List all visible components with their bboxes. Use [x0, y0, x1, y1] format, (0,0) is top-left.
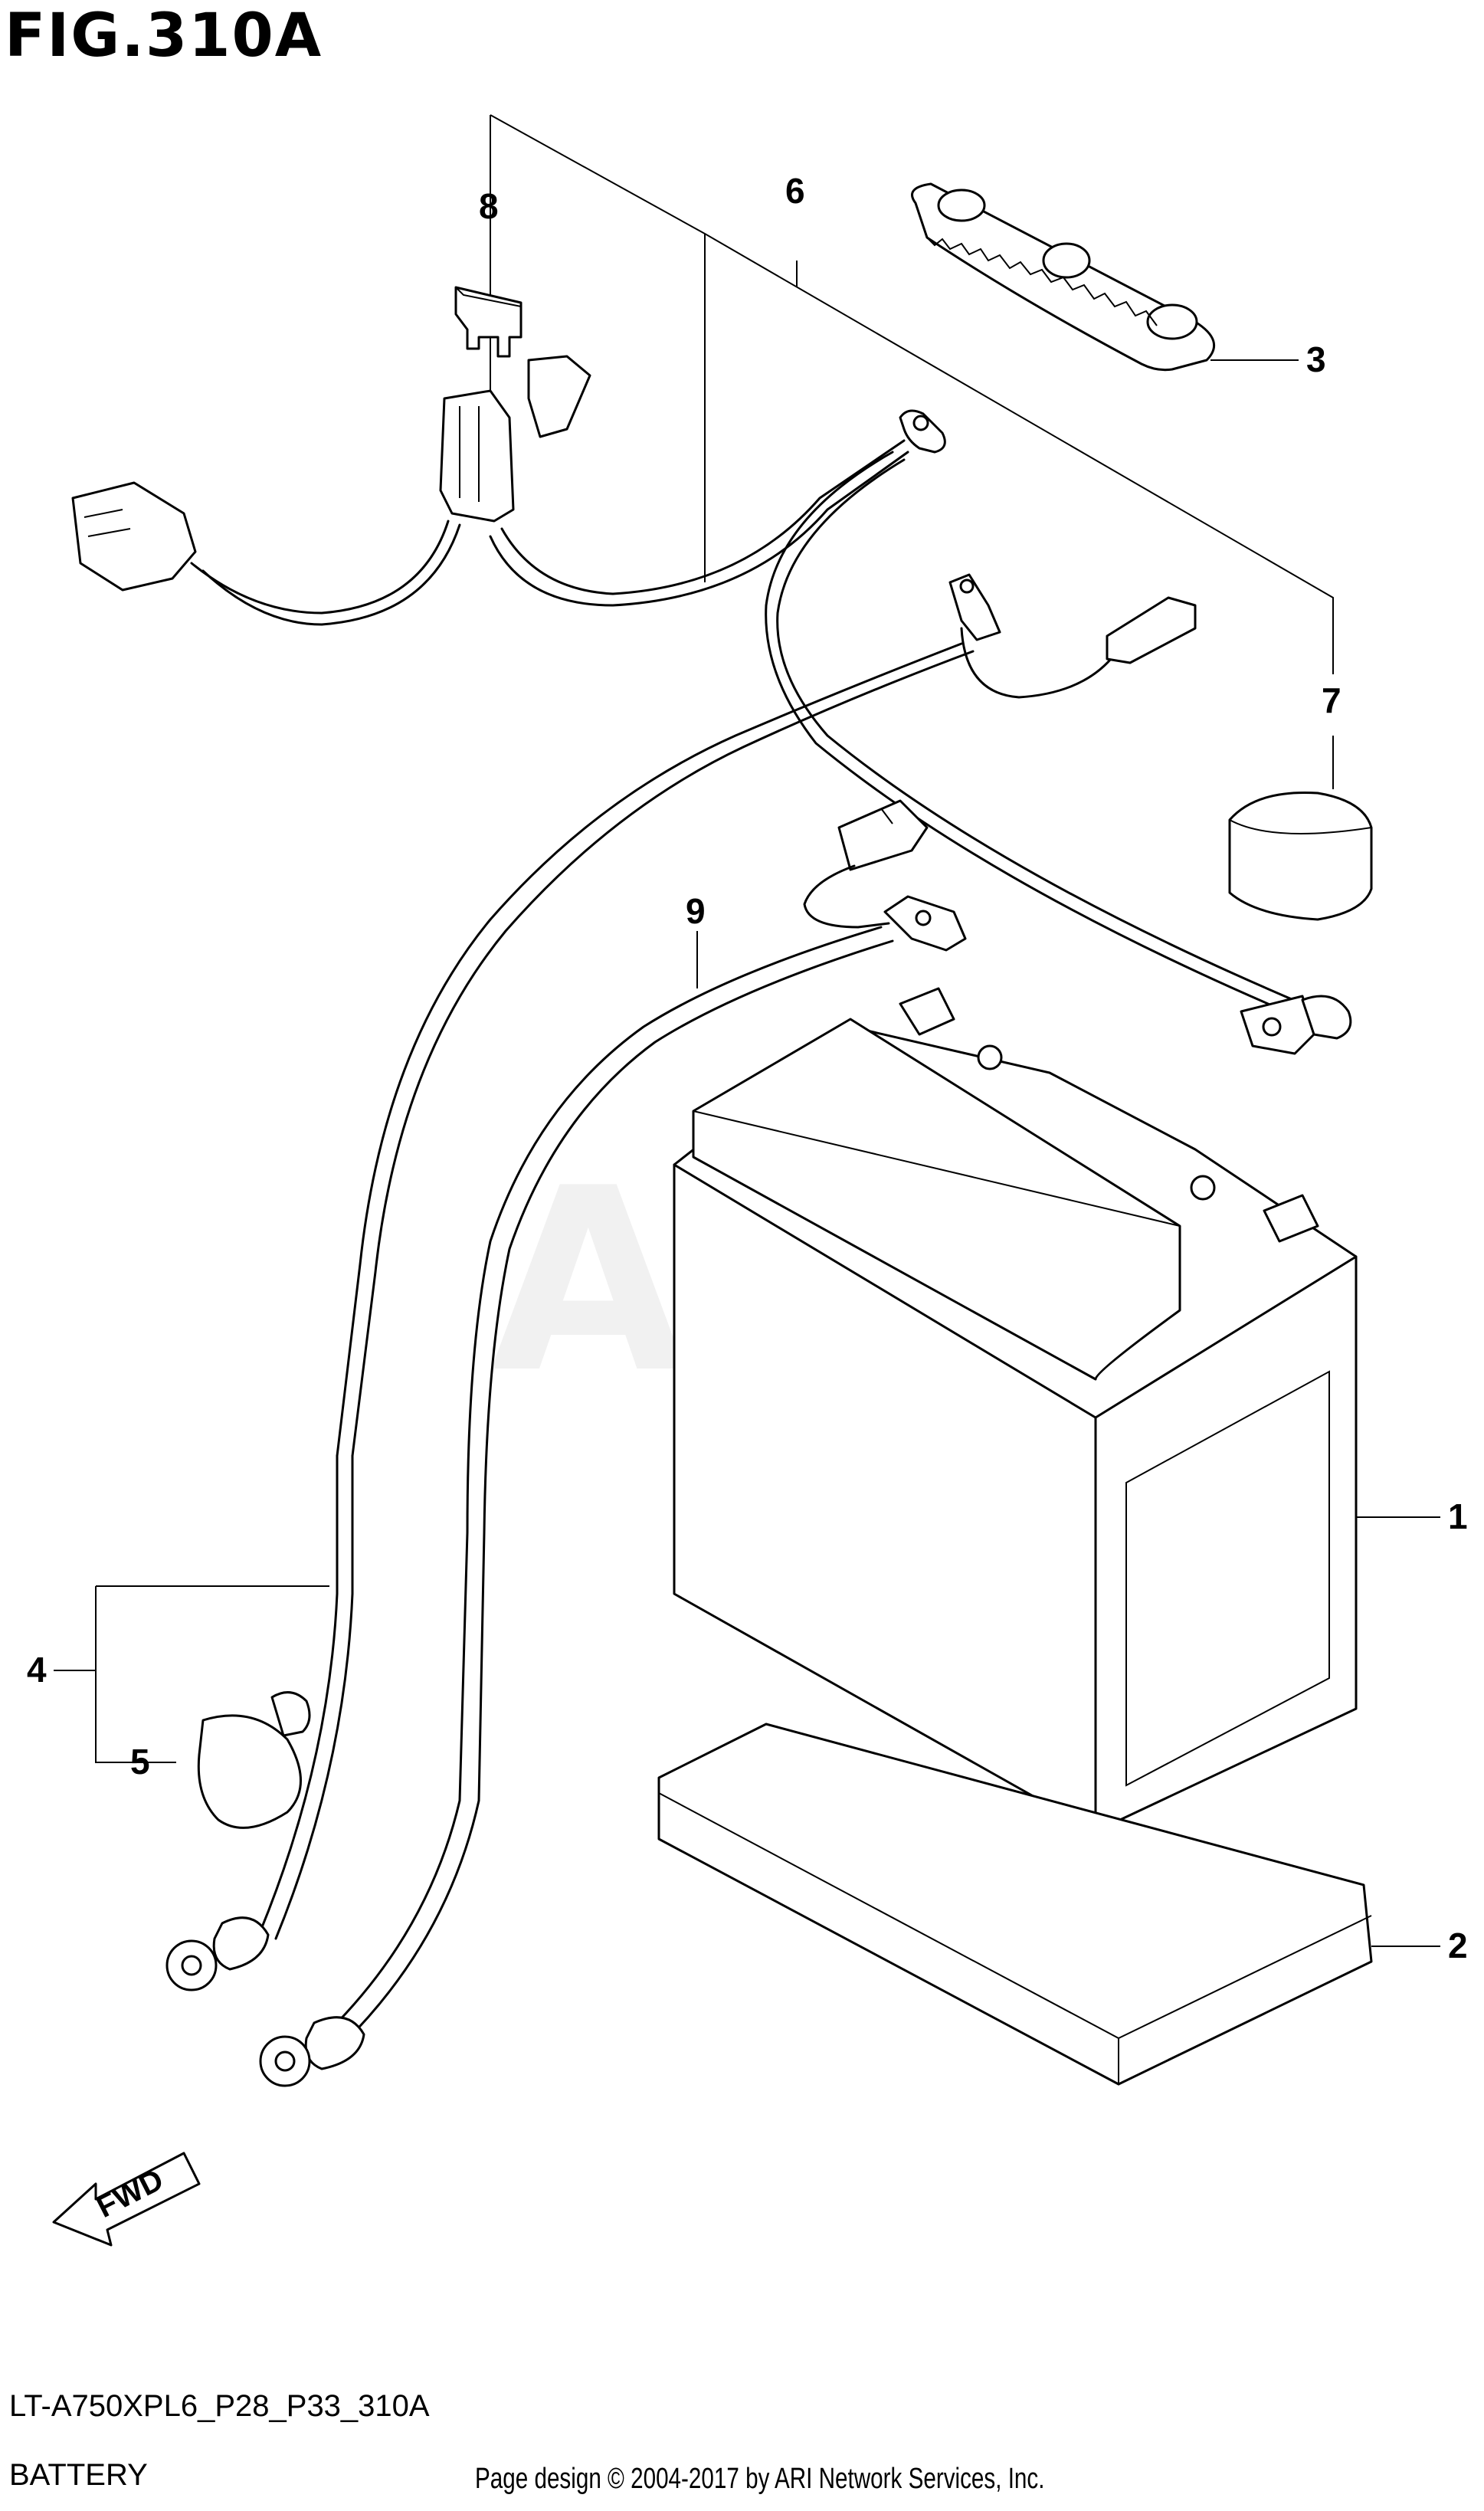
- copyright-footer: Page design © 2004-2017 by ARI Network S…: [475, 2463, 1045, 2495]
- positive-cable: [765, 409, 1352, 1055]
- leader-lines: [54, 114, 1440, 1947]
- fwd-arrow: FWD: [52, 2152, 201, 2247]
- callout-7: 7: [1322, 680, 1341, 720]
- callout-2: 2: [1448, 1926, 1468, 1965]
- negative-cable: [259, 799, 967, 2087]
- cap: [1228, 791, 1373, 921]
- callout-numbers: 8 6 3 7 9 1 2 4 5: [27, 171, 1468, 1965]
- terminal-boot: [197, 1691, 311, 1829]
- model-code: LT-A750XPL6_P28_P33_310A: [9, 2389, 430, 2423]
- callout-3: 3: [1306, 339, 1326, 379]
- callout-8: 8: [479, 186, 499, 226]
- sensor-lead: [336, 573, 1197, 1457]
- callout-4: 4: [27, 1650, 47, 1690]
- battery-tray: [657, 1723, 1373, 2086]
- callout-5: 5: [130, 1742, 150, 1782]
- section-name: BATTERY: [9, 2458, 148, 2492]
- ground-cable: [165, 1454, 354, 1991]
- battery: [673, 987, 1358, 1833]
- callout-9: 9: [686, 891, 706, 931]
- fuse: [454, 286, 523, 358]
- main-harness: [71, 355, 909, 626]
- callout-6: 6: [785, 171, 805, 211]
- figure-title: FIG.310A: [5, 2, 323, 70]
- callout-1: 1: [1448, 1496, 1468, 1536]
- battery-terminal-cover: [911, 182, 1215, 372]
